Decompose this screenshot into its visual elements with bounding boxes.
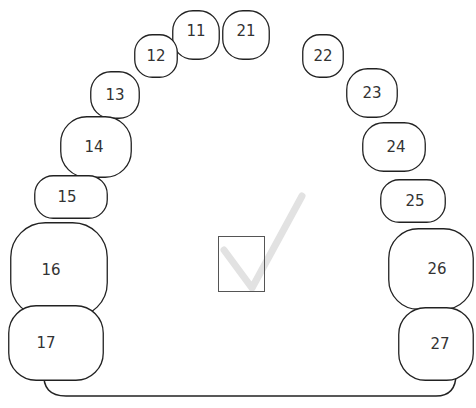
tooth-outline: 24 xyxy=(362,122,426,172)
tooth-number: 27 xyxy=(430,337,449,352)
tooth-contour xyxy=(399,308,474,381)
tooth-contour xyxy=(347,69,398,118)
tooth-number: 14 xyxy=(84,140,103,155)
tooth-number: 17 xyxy=(36,336,55,351)
tooth-outline: 12 xyxy=(134,34,178,78)
tooth-contour xyxy=(135,35,178,78)
check-box xyxy=(219,237,265,292)
tooth-contour xyxy=(11,223,108,318)
tooth-outline: 15 xyxy=(34,175,108,219)
tooth-outline: 16 xyxy=(10,222,108,318)
tooth-contour xyxy=(61,117,132,178)
tooth-number: 15 xyxy=(57,190,76,205)
tooth-outline: 22 xyxy=(302,34,344,78)
tooth-outline: 17 xyxy=(8,305,104,381)
tooth-contour xyxy=(173,11,220,60)
tooth-contour xyxy=(223,11,270,60)
tooth-number: 12 xyxy=(146,49,165,64)
tooth-number: 13 xyxy=(105,88,124,103)
tooth-number: 26 xyxy=(427,262,446,277)
tooth-outline: 21 xyxy=(222,10,270,60)
tooth-outline: 25 xyxy=(380,179,446,223)
tooth-contour xyxy=(389,229,474,310)
tooth-contour xyxy=(91,72,140,119)
arch-base-line xyxy=(44,372,456,396)
tooth-number: 22 xyxy=(313,49,332,64)
tooth-outline: 14 xyxy=(60,116,132,178)
tooth-number: 21 xyxy=(236,24,255,39)
tooth-number: 24 xyxy=(386,140,405,155)
tooth-contour xyxy=(381,180,446,223)
tooth-outline: 27 xyxy=(398,307,474,381)
tooth-contour xyxy=(35,176,108,219)
tooth-number: 16 xyxy=(41,263,60,278)
check-mark xyxy=(224,196,302,288)
tooth-contour xyxy=(363,123,426,172)
tooth-outline: 23 xyxy=(346,68,398,118)
tooth-outline: 26 xyxy=(388,228,474,310)
tooth-shape xyxy=(8,305,104,381)
tooth-number: 11 xyxy=(186,24,205,39)
tooth-number: 23 xyxy=(362,86,381,101)
tooth-number: 25 xyxy=(405,194,424,209)
tooth-outline: 13 xyxy=(90,71,140,119)
tooth-outline: 11 xyxy=(172,10,220,60)
tooth-contour xyxy=(303,35,344,78)
tooth-contour xyxy=(9,306,104,381)
